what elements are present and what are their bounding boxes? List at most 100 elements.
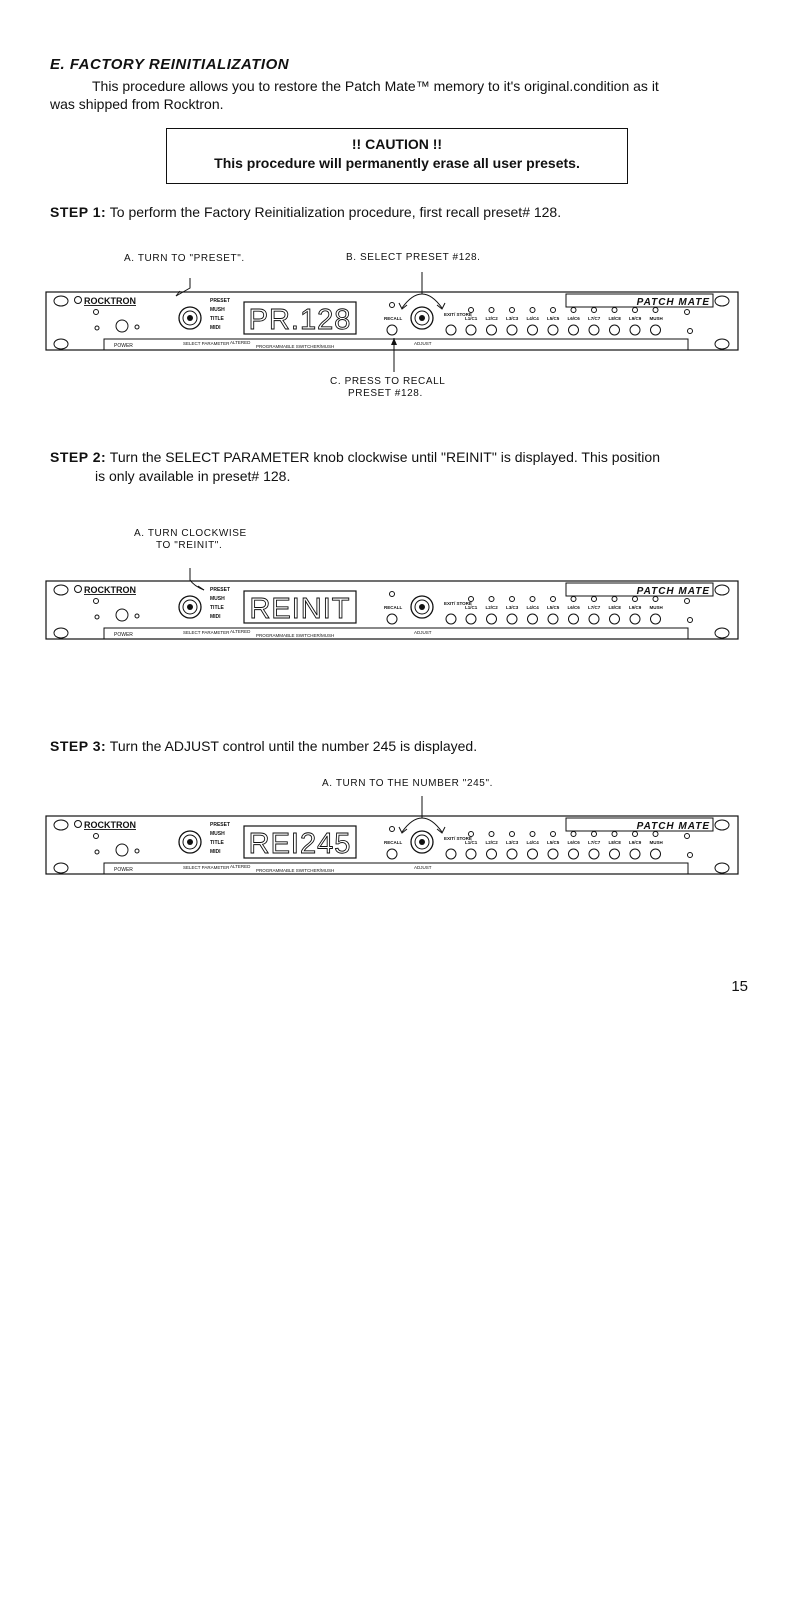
knob-position-label: MIDI	[210, 325, 221, 331]
loop-label: L5/C5	[547, 840, 560, 845]
loop-label: L5/C5	[547, 316, 560, 321]
loop-label: L8/C8	[609, 605, 622, 610]
loop-button-icon	[650, 848, 661, 860]
loop-label: L9/C9	[629, 840, 642, 845]
loop-led-icon	[509, 831, 515, 837]
loop-label: L3/C3	[506, 316, 519, 321]
step2-annotation-a2: TO "REINIT".	[156, 540, 223, 551]
knob-position-label: PRESET	[210, 587, 230, 593]
arrowhead-icon	[175, 290, 181, 297]
led-icon	[94, 849, 100, 855]
led-icon	[684, 309, 690, 315]
loop-label: L7/C7	[588, 840, 601, 845]
rack-hole	[714, 584, 730, 596]
model-logo: PATCH MATE	[637, 821, 710, 832]
loop-button-icon	[588, 324, 600, 336]
loop-led-icon	[591, 307, 597, 313]
altered-label: ALTERED	[230, 629, 251, 634]
rack-hole	[53, 819, 69, 831]
loop-button-icon	[506, 324, 518, 336]
loop-button-icon	[465, 324, 477, 336]
select-knob-icon	[187, 315, 193, 321]
loop-button-icon	[527, 613, 538, 625]
loop-button-icon	[629, 613, 641, 625]
power-label: POWER	[114, 343, 133, 349]
knob-position-label: TITLE	[210, 605, 225, 611]
adjust-knob-icon	[419, 315, 425, 321]
power-switch-icon	[115, 319, 129, 333]
loop-button-icon	[609, 324, 620, 336]
led-icon	[94, 614, 100, 620]
loop-label: L1/C1	[465, 605, 478, 610]
adjust-knob-icon	[419, 839, 425, 845]
altered-label: ALTERED	[230, 864, 251, 869]
loop-led-icon	[488, 596, 495, 602]
loop-led-icon	[550, 307, 556, 313]
adjust-knob-icon	[414, 599, 430, 615]
led-icon	[94, 325, 100, 331]
turn-arrow-icon	[401, 817, 443, 833]
arrowhead-icon	[391, 338, 397, 345]
loop-label: L1/C1	[465, 316, 478, 321]
loop-led-icon	[611, 596, 618, 602]
knob-position-label: MUSH	[210, 307, 225, 313]
brand-logo: ROCKTRON	[84, 820, 136, 830]
loop-led-icon	[570, 596, 577, 602]
loop-label: L1/C1	[465, 840, 478, 845]
recall-button-icon	[386, 848, 398, 860]
rack-hole	[53, 295, 69, 307]
brand-logo: ROCKTRON	[84, 585, 136, 595]
loop-led-icon	[529, 307, 536, 313]
adjust-knob-icon	[410, 830, 434, 854]
led-icon	[684, 833, 690, 839]
recall-label: RECALL	[384, 605, 402, 610]
section-title: E. FACTORY REINITIALIZATION	[50, 56, 290, 73]
loop-label: MUSH	[650, 316, 663, 321]
loop-button-icon	[629, 848, 641, 860]
led-icon	[134, 324, 140, 330]
loop-button-icon	[650, 613, 661, 625]
recall-label: RECALL	[384, 316, 402, 321]
power-label: POWER	[114, 867, 133, 873]
led-icon	[687, 328, 693, 334]
loop-led-icon	[468, 307, 474, 313]
arrowhead-icon	[436, 826, 446, 834]
loop-button-icon	[650, 324, 661, 336]
loop-button-icon	[486, 848, 497, 860]
display-readout: REINIT	[249, 593, 350, 625]
store-button-icon	[445, 613, 457, 625]
loop-button-icon	[506, 613, 518, 625]
knob-position-label: TITLE	[210, 840, 225, 846]
step1-annotation-a: A. TURN TO "PRESET".	[124, 253, 245, 264]
loop-led-icon	[488, 307, 495, 313]
loop-button-icon	[465, 848, 477, 860]
step2-body-2: is only available in preset# 128.	[95, 468, 291, 484]
loop-led-icon	[591, 596, 597, 602]
loop-label: L2/C2	[486, 605, 499, 610]
arrowhead-icon	[398, 302, 408, 310]
loop-label: L7/C7	[588, 605, 601, 610]
knob-position-label: PRESET	[210, 298, 230, 304]
power-switch-icon	[115, 608, 129, 622]
loop-button-icon	[568, 848, 579, 860]
loop-led-icon	[529, 831, 536, 837]
select-param-label: SELECT PARAMETER	[183, 865, 230, 870]
step2-body-1: Turn the SELECT PARAMETER knob clockwise…	[109, 449, 660, 465]
led-icon	[93, 309, 99, 315]
turn-arrow-icon	[189, 568, 205, 591]
knob-position-label: MUSH	[210, 596, 225, 602]
step1-annotation-c2: PRESET #128.	[348, 388, 423, 399]
loop-button-icon	[465, 613, 477, 625]
display-readout: PR.128	[249, 304, 352, 336]
loop-led-icon	[652, 596, 659, 602]
brand-mark-icon	[74, 296, 82, 304]
loop-label: L7/C7	[588, 316, 601, 321]
led-icon	[687, 852, 693, 858]
power-switch-icon	[115, 843, 129, 857]
step1-body: To perform the Factory Reinitialization …	[109, 204, 562, 220]
panel-frame	[45, 580, 739, 640]
model-logo: PATCH MATE	[637, 586, 710, 597]
exit-store-label: EXIT/ STORE	[444, 312, 472, 317]
loop-led-icon	[611, 831, 618, 837]
select-knob-icon	[178, 306, 202, 330]
